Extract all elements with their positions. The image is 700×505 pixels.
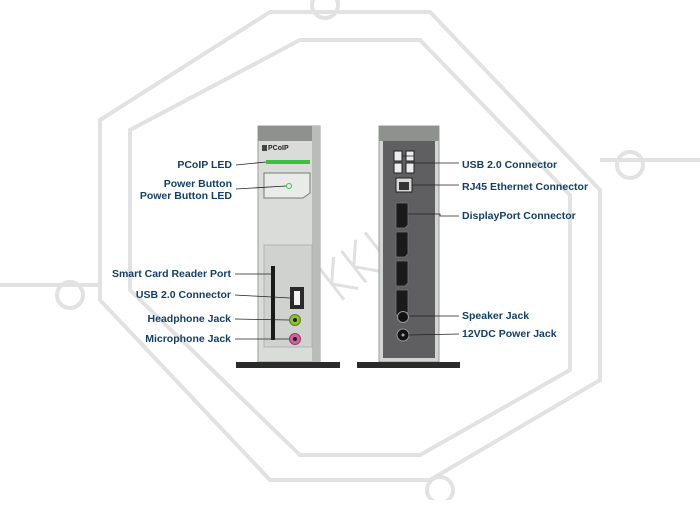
back-panel bbox=[383, 141, 435, 358]
usb-front-inner bbox=[294, 291, 300, 305]
front-top-cap bbox=[258, 126, 320, 141]
power-jack-pin bbox=[401, 333, 405, 337]
displayport-1[interactable] bbox=[395, 202, 409, 229]
logo-box bbox=[262, 145, 267, 151]
microphone-jack-hole bbox=[293, 337, 297, 341]
smart-card-slot[interactable] bbox=[271, 266, 275, 340]
label-smart-card-reader-port: Smart Card Reader Port bbox=[111, 268, 231, 280]
label-usb-back: USB 2.0 Connector bbox=[462, 159, 558, 171]
label-usb-front: USB 2.0 Connector bbox=[135, 289, 231, 301]
leader-lines bbox=[234, 155, 460, 340]
label-rj45: RJ45 Ethernet Connector bbox=[462, 181, 589, 193]
speaker-jack-port[interactable] bbox=[397, 311, 409, 323]
label-power-button: Power Button bbox=[163, 178, 232, 190]
usb-back-port-4[interactable] bbox=[405, 162, 415, 174]
label-power-button-led: Power Button LED bbox=[139, 190, 232, 202]
front-device bbox=[236, 125, 340, 368]
pcoip-logo: PCoIP bbox=[268, 145, 289, 152]
label-displayport: DisplayPort Connector bbox=[462, 210, 576, 222]
back-top-cap bbox=[379, 126, 439, 141]
back-device bbox=[357, 125, 460, 368]
displayport-3[interactable] bbox=[395, 260, 409, 287]
label-microphone-jack: Microphone Jack bbox=[145, 333, 231, 345]
displayport-ports bbox=[395, 202, 409, 316]
headphone-jack-hole bbox=[293, 318, 297, 322]
back-base bbox=[357, 362, 460, 368]
pcoip-led-bar bbox=[266, 160, 310, 164]
label-headphone-jack: Headphone Jack bbox=[147, 313, 231, 325]
label-speaker-jack: Speaker Jack bbox=[462, 310, 530, 322]
rj45-inner bbox=[399, 182, 409, 190]
front-base bbox=[236, 362, 340, 368]
label-pcoip-led: PCoIP LED bbox=[177, 159, 232, 171]
displayport-2[interactable] bbox=[395, 231, 409, 258]
usb-back-port-3[interactable] bbox=[393, 162, 403, 174]
front-side-shade bbox=[312, 126, 320, 362]
power-button-led-dot bbox=[286, 183, 292, 189]
usb-back-port-1[interactable] bbox=[393, 150, 403, 162]
label-power-jack: 12VDC Power Jack bbox=[462, 328, 557, 340]
